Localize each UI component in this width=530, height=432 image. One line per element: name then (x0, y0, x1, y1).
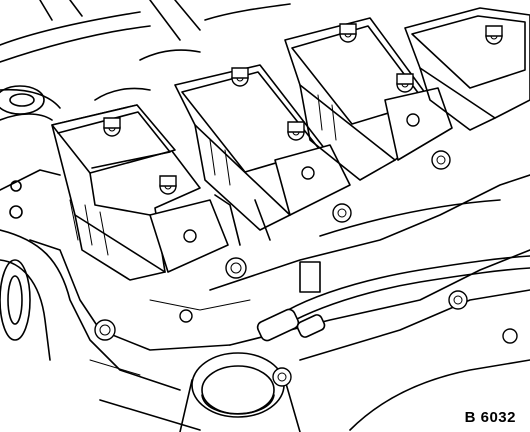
shading-lines (69, 94, 337, 376)
wiring-harness (256, 199, 530, 342)
ignition-coil-3 (284, 17, 453, 181)
engine-block (0, 169, 530, 431)
ignition-coil-4 (404, 7, 530, 131)
ignition-coil-2 (174, 64, 351, 246)
ignition-coil-1 (51, 104, 229, 281)
oil-filler-opening (179, 352, 301, 432)
figure-label: B 6032 (464, 409, 516, 426)
background-hoses (0, 0, 291, 121)
block-bolts (94, 150, 518, 387)
